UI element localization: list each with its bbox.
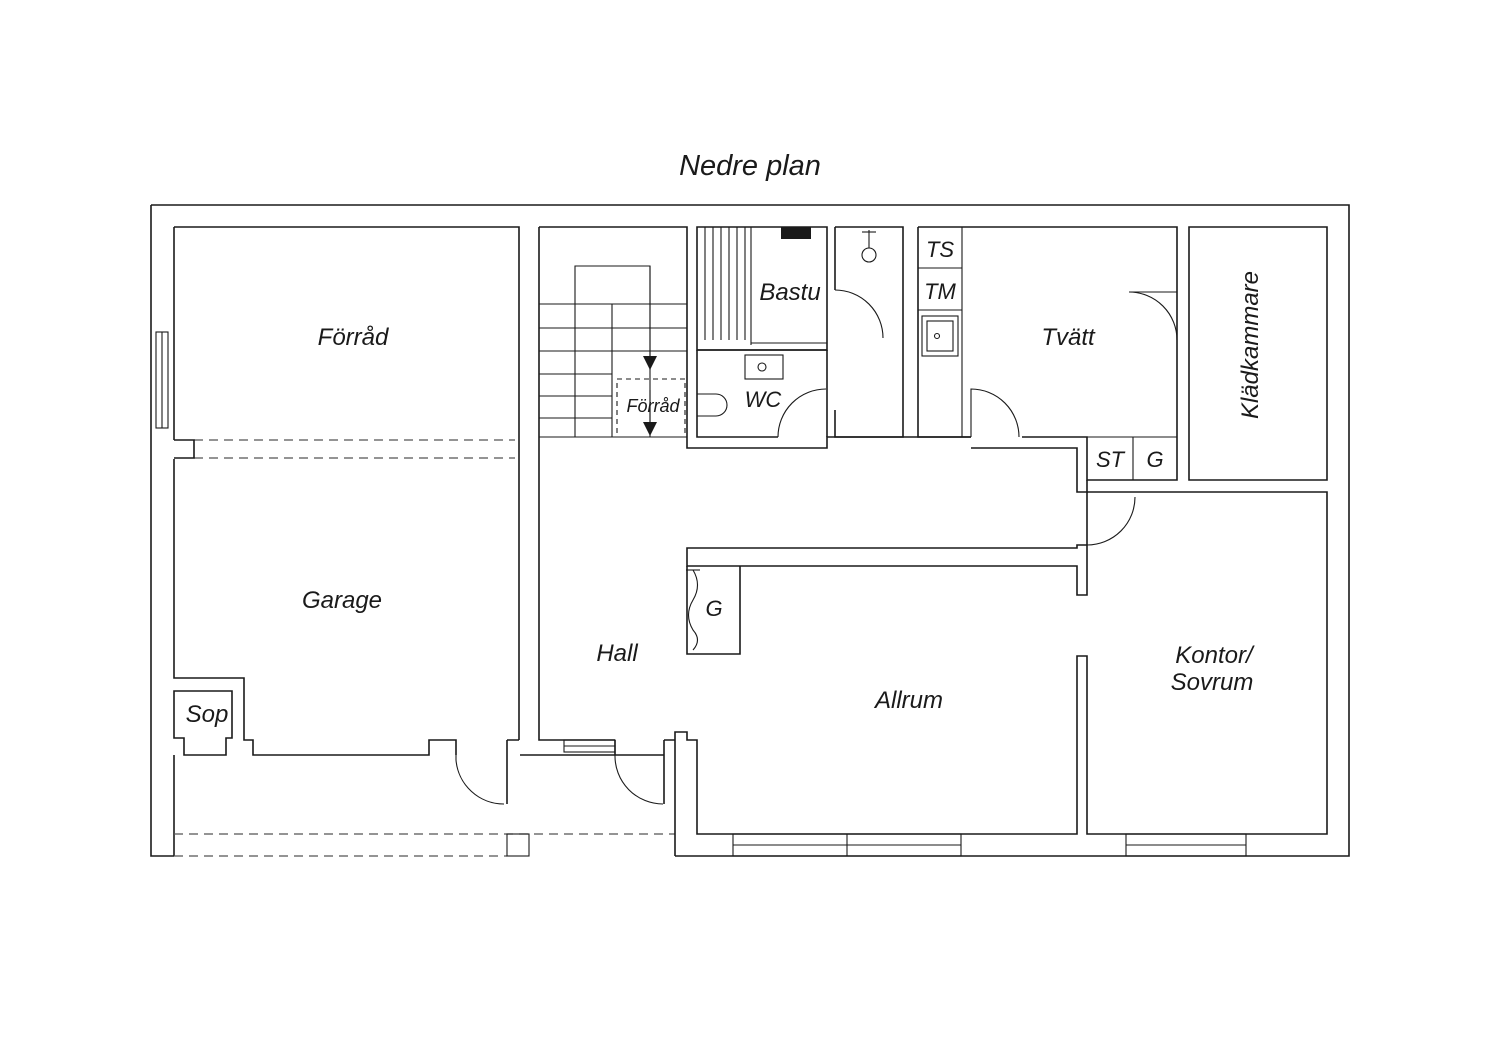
room-label-forrad-small: Förråd (626, 396, 680, 416)
room-label-tvatt: Tvätt (1041, 324, 1096, 351)
plan-title: Nedre plan (679, 150, 821, 182)
room-label-garage: Garage (302, 587, 382, 614)
windows-bottom (732, 833, 1247, 857)
room-label-g-tvatt: G (1146, 447, 1163, 472)
room-label-g-hall: G (705, 596, 722, 621)
room-label-wc: WC (745, 387, 782, 412)
garage-door-swing (455, 755, 505, 805)
bastu-wc-block (696, 226, 904, 438)
garage-walls (155, 226, 675, 857)
kladkammare-walls (1188, 226, 1328, 481)
room-label-st: ST (1096, 447, 1126, 472)
room-label-kontor-line1: Kontor/ (1175, 642, 1255, 669)
room-label-bastu: Bastu (759, 279, 820, 306)
living-walls (520, 447, 1328, 856)
room-label-forrad: Förråd (318, 324, 389, 351)
room-label-hall: Hall (596, 640, 638, 667)
room-label-allrum: Allrum (873, 687, 943, 714)
outer-wall (150, 204, 1350, 857)
room-label-kontor-line2: Sovrum (1171, 669, 1254, 696)
room-label-ts: TS (926, 237, 954, 262)
room-label-tm: TM (924, 279, 956, 304)
room-label-kladkammare: Klädkammare (1237, 271, 1264, 419)
tvatt-block (917, 226, 1178, 481)
room-label-sop: Sop (186, 701, 229, 728)
